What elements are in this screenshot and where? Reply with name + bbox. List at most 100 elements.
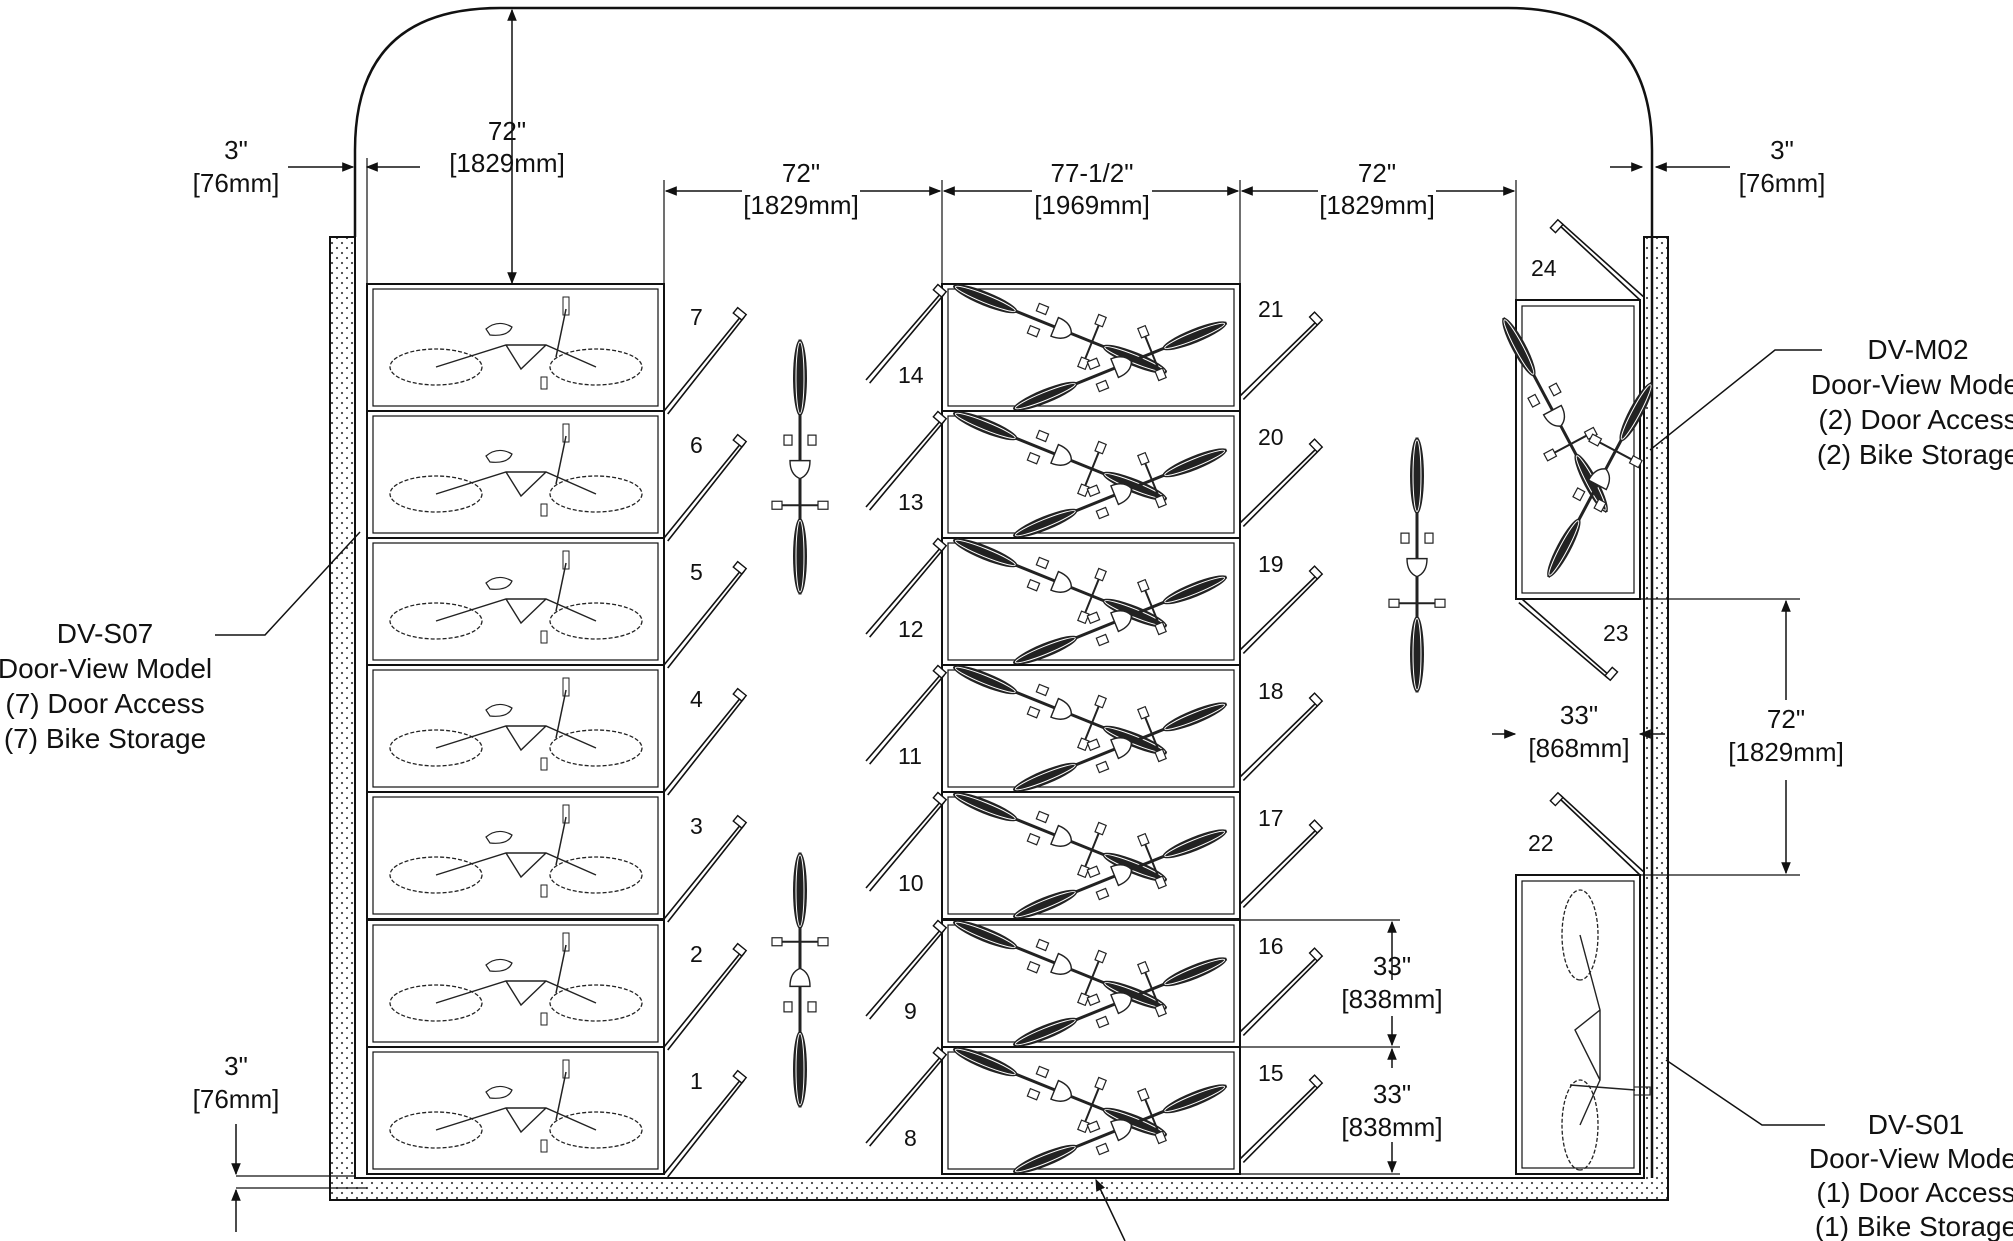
door-number: 24	[1531, 255, 1557, 281]
door-number: 1	[690, 1068, 703, 1094]
bicycle-icon	[771, 339, 829, 595]
dim-pitch-upper-mm: [838mm]	[1341, 984, 1442, 1014]
bicycle-icon	[1388, 437, 1446, 693]
bicycle-icon	[389, 296, 643, 390]
dim-top-clearance-mm: [1829mm]	[449, 148, 565, 178]
door-number: 23	[1603, 620, 1629, 646]
door-number: 17	[1258, 805, 1284, 831]
bicycle-icon	[1547, 382, 1653, 578]
door-number: 14	[898, 362, 924, 388]
bicycle-icon	[389, 677, 643, 771]
callout-s01-line2: Door-View Model	[1809, 1143, 2013, 1174]
callout-s07-line4: (7) Bike Storage	[4, 723, 206, 754]
dim-pitch-upper-in: 33"	[1373, 951, 1411, 981]
door-arm-icon	[1239, 947, 1324, 1037]
dim-floor-gap-in: 3"	[224, 1051, 248, 1081]
dim-center-row-mm: [1969mm]	[1034, 190, 1150, 220]
unit-column-left	[366, 283, 665, 1175]
door-number: 5	[690, 559, 703, 585]
callout-s01-line3: (1) Door Access	[1816, 1177, 2013, 1208]
dim-left-gap-in: 3"	[224, 135, 248, 165]
door-arm-icon	[1239, 438, 1324, 528]
storage-unit	[941, 1046, 1241, 1175]
door-arm-icon	[663, 560, 748, 669]
callout-m02-line1: DV-M02	[1867, 334, 1968, 365]
storage-unit	[366, 919, 665, 1048]
storage-unit	[941, 410, 1241, 539]
callout-s01: DV-S01 Door-View Model (1) Door Access (…	[1665, 1059, 2013, 1241]
door-number: 11	[898, 743, 922, 769]
bicycle-icon	[1012, 575, 1228, 665]
door-arm-icon	[663, 1069, 748, 1178]
door-arm-icon	[663, 306, 748, 415]
dim-pitch-lower-in: 33"	[1373, 1079, 1411, 1109]
dim-pitch-lower-mm: [838mm]	[1341, 1112, 1442, 1142]
door-number: 12	[898, 616, 924, 642]
bicycle-icon	[389, 804, 643, 898]
bicycle-icon	[952, 665, 1168, 755]
dim-aisle-right-in: 72"	[1358, 158, 1396, 188]
callout-s07-line2: Door-View Model	[0, 653, 212, 684]
wall-hatch	[329, 236, 1669, 1201]
door-arm-icon	[865, 537, 948, 638]
dim-right-gap-in: 3"	[1770, 135, 1794, 165]
door-numbers: 7 6 5 4 3 2 1 14 13 12 11 10 9 8 21 20 1…	[690, 255, 1629, 1151]
door-arm-icon	[1239, 692, 1324, 782]
door-number: 15	[1258, 1060, 1284, 1086]
callout-s07: DV-S07 Door-View Model (7) Door Access (…	[0, 531, 361, 754]
door-arm-icon	[663, 942, 748, 1051]
bicycle-icon	[771, 852, 829, 1108]
storage-unit	[366, 410, 665, 539]
bicycle-icon	[952, 1047, 1168, 1137]
unit-m02	[1502, 299, 1653, 600]
dim-m02-depth-in: 33"	[1560, 700, 1598, 730]
aisle-bikes	[771, 339, 1446, 1108]
callout-m02-line4: (2) Bike Storage	[1817, 439, 2013, 470]
storage-unit	[941, 791, 1241, 920]
door-arm-icon	[865, 410, 948, 511]
door-number: 16	[1258, 933, 1284, 959]
door-number: 4	[690, 686, 703, 712]
door-number: 21	[1258, 296, 1284, 322]
storage-unit	[941, 919, 1241, 1048]
storage-unit	[941, 664, 1241, 793]
bicycle-icon	[389, 550, 643, 644]
door-arm-icon	[865, 919, 948, 1020]
storage-unit	[941, 283, 1241, 412]
door-arm-icon	[1239, 311, 1324, 401]
room-walls	[329, 6, 1669, 1201]
callout-s01-line1: DV-S01	[1868, 1109, 1965, 1140]
dim-right-gap-mm: [76mm]	[1739, 168, 1826, 198]
bicycle-icon	[1012, 957, 1228, 1047]
storage-unit	[366, 791, 665, 920]
storage-unit	[366, 664, 665, 793]
bicycle-icon	[1012, 829, 1228, 919]
dim-top-clearance-in: 72"	[488, 116, 526, 146]
door-arm-icon	[1549, 791, 1644, 876]
door-number: 20	[1258, 424, 1284, 450]
dimension-lines	[231, 8, 1800, 1241]
dim-m02-depth-mm: [868mm]	[1528, 733, 1629, 763]
bicycle-icon	[1561, 889, 1651, 1171]
storage-unit	[366, 283, 665, 412]
unit-column-center	[941, 283, 1241, 1175]
door-arm-icon	[865, 1046, 948, 1147]
door-arm-icon	[1239, 819, 1324, 909]
dim-left-gap-mm: [76mm]	[193, 168, 280, 198]
door-arm-icon	[1239, 1074, 1324, 1164]
bicycle-icon	[389, 423, 643, 517]
door-number: 2	[690, 941, 703, 967]
door-number: 13	[898, 489, 924, 515]
door-arm-icon	[663, 687, 748, 796]
storage-unit	[366, 1046, 665, 1175]
callout-m02-line3: (2) Door Access	[1818, 404, 2013, 435]
door-number: 6	[690, 432, 703, 458]
dim-floor-gap-mm: [76mm]	[193, 1084, 280, 1114]
bicycle-icon	[1012, 702, 1228, 792]
callout-s07-line1: DV-S07	[57, 618, 154, 649]
door-number: 7	[690, 304, 703, 330]
door-arm-icon	[663, 814, 748, 923]
door-number: 3	[690, 813, 703, 839]
bicycle-icon	[389, 932, 643, 1026]
